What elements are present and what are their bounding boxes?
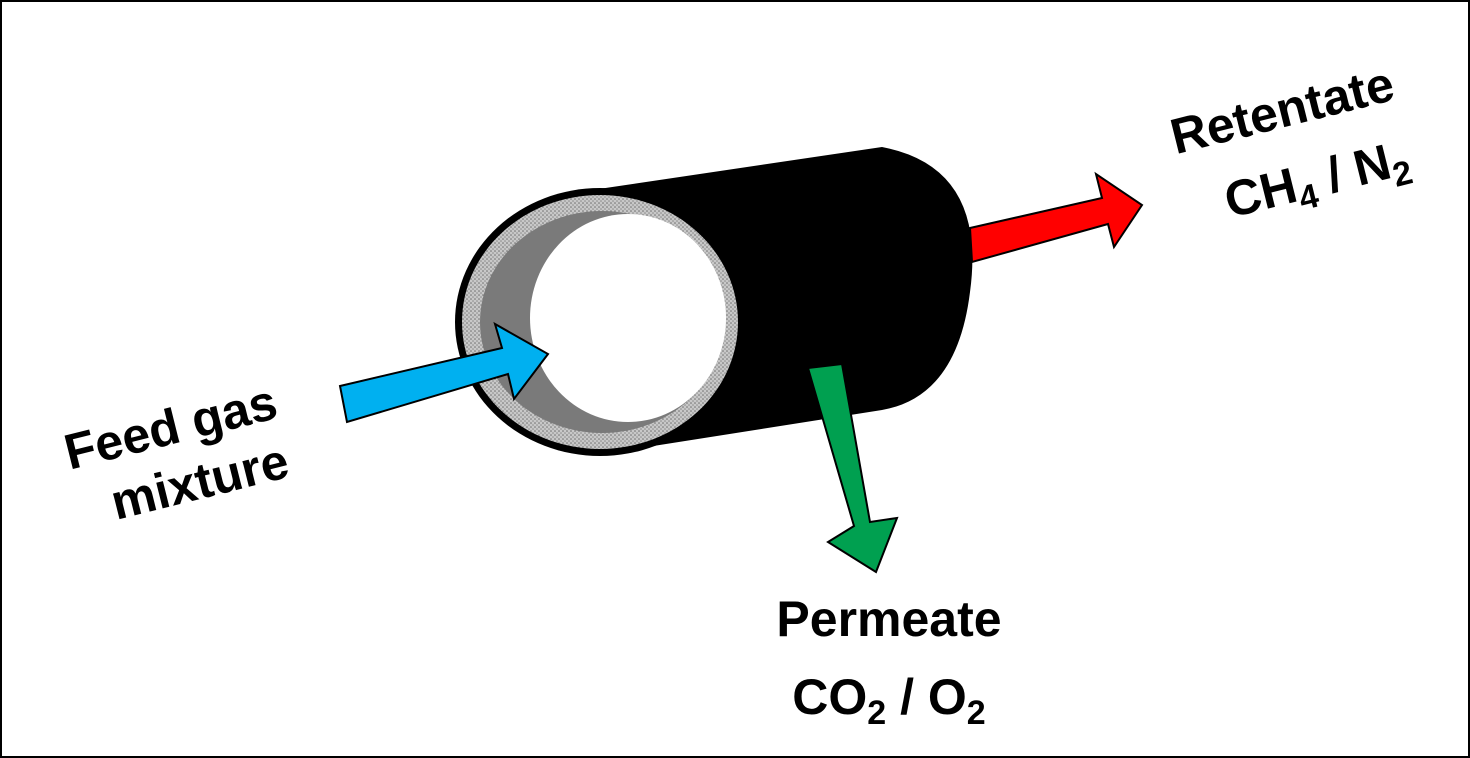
retentate-label: Retentate CH4 / N2 xyxy=(1165,55,1417,229)
retentate-arrow xyxy=(968,171,1144,264)
permeate-label: Permeate CO2 / O2 xyxy=(776,591,1001,732)
permeate-formula-a-sub: 2 xyxy=(867,694,886,732)
permeate-separator: / xyxy=(886,669,928,725)
permeate-formula-a: CO xyxy=(792,669,867,725)
permeate-formula-b: O xyxy=(928,669,967,725)
permeate-arrow xyxy=(806,362,899,574)
feed-arrow xyxy=(338,321,550,424)
retentate-formula-a: CH xyxy=(1219,157,1303,229)
tube-bore xyxy=(530,214,726,422)
permeate-formula: CO2 / O2 xyxy=(792,669,985,732)
permeate-formula-b-sub: 2 xyxy=(967,694,986,732)
permeate-title: Permeate xyxy=(776,591,1001,647)
feed-label: Feed gas mixture xyxy=(59,374,294,531)
